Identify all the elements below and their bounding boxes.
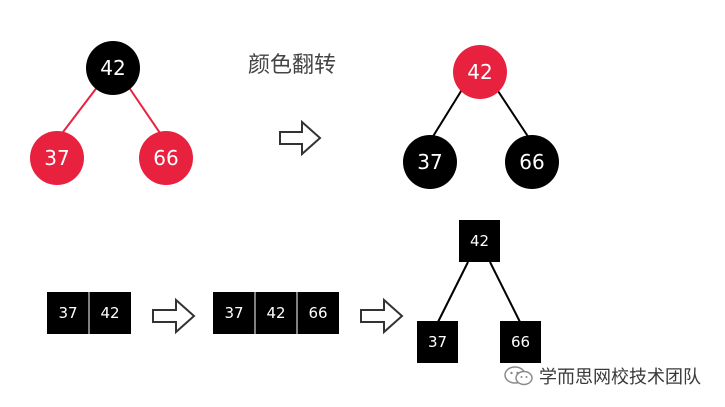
node-after-left [403,135,457,189]
watermark-text: 学而思网校技术团队 [539,367,701,388]
diagram-title: 颜色翻转 [248,53,336,78]
btree-2-key-2: 42 [100,304,119,322]
node-after-right [505,135,559,189]
btree-3-key-2: 42 [266,304,285,322]
node-before-left [30,131,84,185]
arrow-right-icon [152,297,196,335]
edge-before-right [127,85,163,137]
btree-3-key-3: 66 [308,304,327,322]
node-before-right-label: 66 [153,146,178,170]
wechat-icon [504,366,533,386]
btree-3-key-1: 37 [224,304,243,322]
node-before-left-label: 37 [44,146,69,170]
tree-after: 42 37 66 [403,45,559,189]
tree-before: 42 37 66 [30,41,193,185]
btree-2-key-1: 37 [58,304,77,322]
btree-split-left-label: 37 [428,333,447,351]
btree-split-root-label: 42 [470,232,489,250]
arrow-right-icon [360,297,404,335]
btree-split-right [500,321,541,363]
btree-split-right-label: 66 [511,333,530,351]
node-after-root [453,45,507,99]
arrow-right-icon [279,119,322,157]
edge-after-left [431,87,464,139]
watermark: 学而思网校技术团队 [503,363,701,389]
btree-split-tree: 42 37 66 [417,220,541,363]
node-before-root [86,41,140,95]
edge-after-right [495,87,530,139]
edge-before-left [59,85,99,137]
node-after-right-label: 66 [519,150,544,174]
btree-3-node: 37 42 66 [213,292,339,334]
node-after-left-label: 37 [417,150,442,174]
btree-2-node: 37 42 [47,292,131,334]
btree-split-root [459,220,500,262]
node-before-root-label: 42 [100,56,125,80]
node-before-right [139,131,193,185]
node-after-root-label: 42 [467,60,492,84]
btree-split-left [417,321,458,363]
